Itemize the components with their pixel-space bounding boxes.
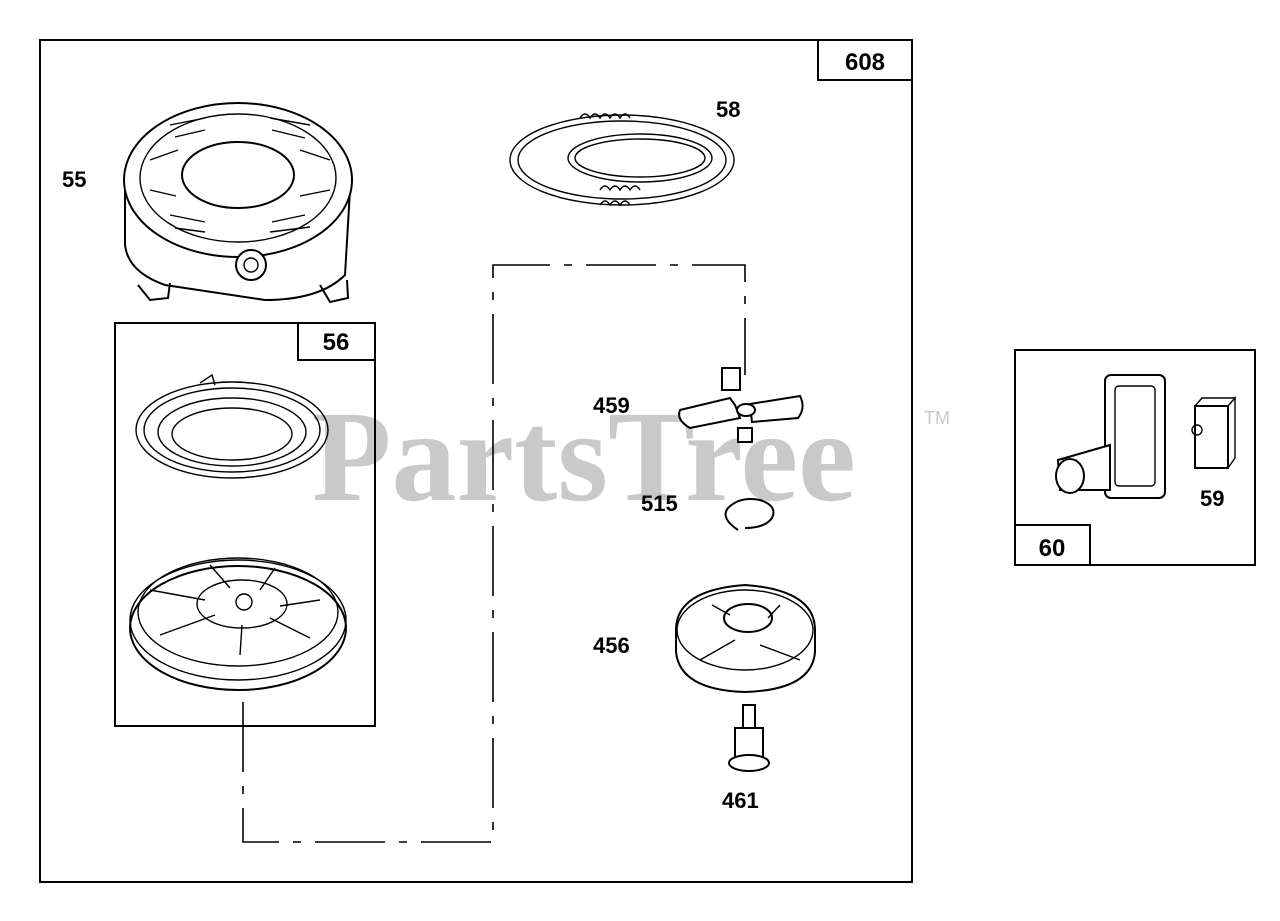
starter-handle-part (1055, 374, 1166, 499)
assembly-connector-line (242, 264, 746, 843)
screw-part (728, 704, 770, 772)
part-label-461: 461 (722, 788, 759, 813)
part-label-59: 59 (1200, 486, 1224, 511)
main-box-label-frame (817, 39, 913, 81)
side-box (1014, 349, 1256, 566)
part-label-456: 456 (593, 633, 630, 658)
insert-part (1191, 396, 1237, 469)
watermark-trademark: TM (924, 408, 950, 428)
sub-box (114, 322, 376, 727)
recoil-spring-part (135, 373, 329, 479)
sub-box-label-frame (297, 322, 376, 361)
main-box (39, 39, 913, 883)
starter-housing-part (123, 102, 353, 304)
side-box-label: 60 (1039, 535, 1066, 562)
part-label-459: 459 (593, 393, 630, 418)
side-box-label-frame (1014, 524, 1091, 566)
sub-box-label: 56 (323, 329, 350, 356)
part-label-515: 515 (641, 491, 678, 516)
pulley-part (129, 557, 347, 691)
pawl-part (678, 367, 804, 443)
main-box-label: 608 (845, 49, 885, 76)
part-label-58: 58 (716, 97, 740, 122)
rope-part (509, 113, 735, 207)
part-label-55: 55 (62, 167, 86, 192)
retainer-ring-part (724, 498, 775, 531)
ratchet-part (675, 583, 816, 694)
